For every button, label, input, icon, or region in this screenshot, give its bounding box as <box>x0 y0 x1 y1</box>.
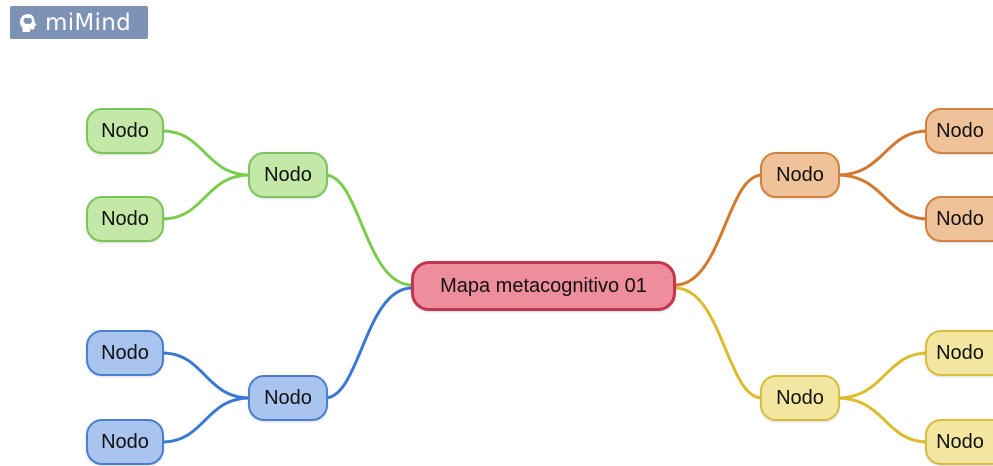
node-yellow-branch[interactable]: Nodo <box>760 375 840 421</box>
link-blue-2 <box>161 396 251 444</box>
node-label: Nodo <box>264 163 312 186</box>
link-green-1 <box>161 129 251 177</box>
link-root-blue <box>324 286 413 400</box>
link-yellow-1 <box>836 351 929 400</box>
link-yellow-2 <box>836 396 929 444</box>
link-root-green <box>324 173 413 287</box>
link-orange-2 <box>836 173 929 221</box>
root-node[interactable]: Mapa metacognitivo 01 <box>411 261 676 311</box>
node-label: Nodo <box>101 341 149 364</box>
node-label: Nodo <box>936 430 984 453</box>
node-blue-child-2[interactable]: Nodo <box>86 419 164 465</box>
node-orange-child-1[interactable]: Nodo <box>925 108 993 154</box>
node-label: Nodo <box>936 119 984 142</box>
link-orange-1 <box>836 129 929 177</box>
logo-text: miMind <box>45 9 132 36</box>
node-label: Nodo <box>936 341 984 364</box>
node-green-child-2[interactable]: Nodo <box>86 196 164 242</box>
node-label: Nodo <box>936 207 984 230</box>
mimind-logo: miMind <box>10 6 148 39</box>
node-label: Nodo <box>776 163 824 186</box>
link-root-orange <box>674 173 763 287</box>
node-yellow-child-1[interactable]: Nodo <box>925 330 993 376</box>
node-label: Nodo <box>101 207 149 230</box>
node-blue-branch[interactable]: Nodo <box>248 375 328 421</box>
node-orange-child-2[interactable]: Nodo <box>925 196 993 242</box>
node-label: Nodo <box>776 386 824 409</box>
brain-head-icon <box>20 13 37 32</box>
node-blue-child-1[interactable]: Nodo <box>86 330 164 376</box>
node-yellow-child-2[interactable]: Nodo <box>925 419 993 465</box>
node-orange-branch[interactable]: Nodo <box>760 152 840 198</box>
link-blue-1 <box>161 351 251 400</box>
node-green-child-1[interactable]: Nodo <box>86 108 164 154</box>
node-label: Nodo <box>264 386 312 409</box>
link-green-2 <box>161 173 251 221</box>
link-root-yellow <box>674 286 763 400</box>
root-node-label: Mapa metacognitivo 01 <box>440 274 647 297</box>
node-green-branch[interactable]: Nodo <box>248 152 328 198</box>
node-label: Nodo <box>101 430 149 453</box>
node-label: Nodo <box>101 119 149 142</box>
